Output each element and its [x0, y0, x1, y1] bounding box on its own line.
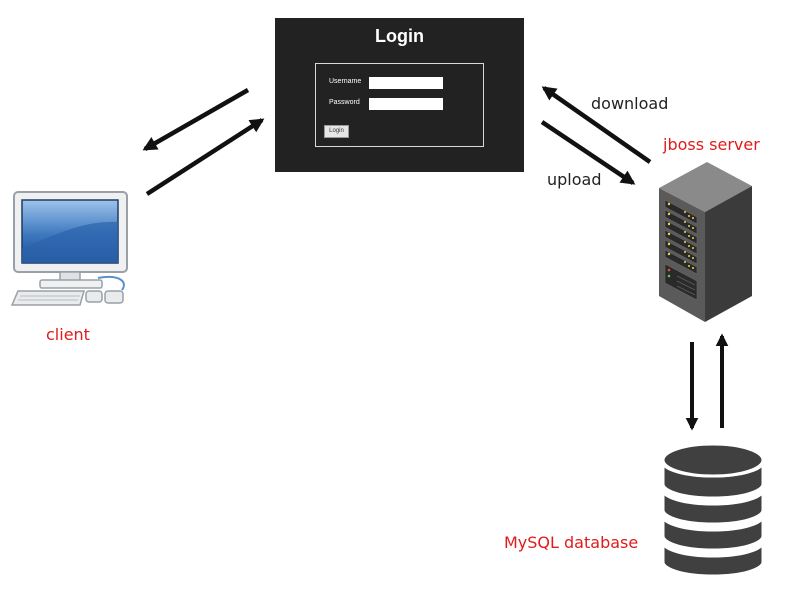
username-label: Username	[329, 78, 362, 85]
download-label: download	[591, 94, 669, 113]
arrow-client-to-login	[145, 118, 265, 196]
arrow-login-to-client	[142, 88, 250, 151]
password-input[interactable]	[369, 98, 443, 110]
login-panel: Login Username Password Login	[275, 18, 524, 172]
database-label: MySQL database	[504, 533, 639, 552]
login-title: Login	[375, 26, 424, 46]
computer-icon	[10, 191, 128, 306]
database-icon	[661, 442, 765, 578]
arrow-server-to-login-download	[541, 86, 652, 164]
password-label: Password	[329, 99, 360, 106]
login-form: Username Password Login	[315, 63, 484, 147]
username-input[interactable]	[369, 77, 443, 89]
login-button[interactable]: Login	[324, 125, 349, 138]
arrow-login-to-server-upload	[540, 120, 636, 185]
server-label: jboss server	[663, 135, 760, 154]
upload-label: upload	[547, 170, 602, 189]
server-icon	[659, 162, 752, 322]
client-label: client	[46, 325, 90, 344]
